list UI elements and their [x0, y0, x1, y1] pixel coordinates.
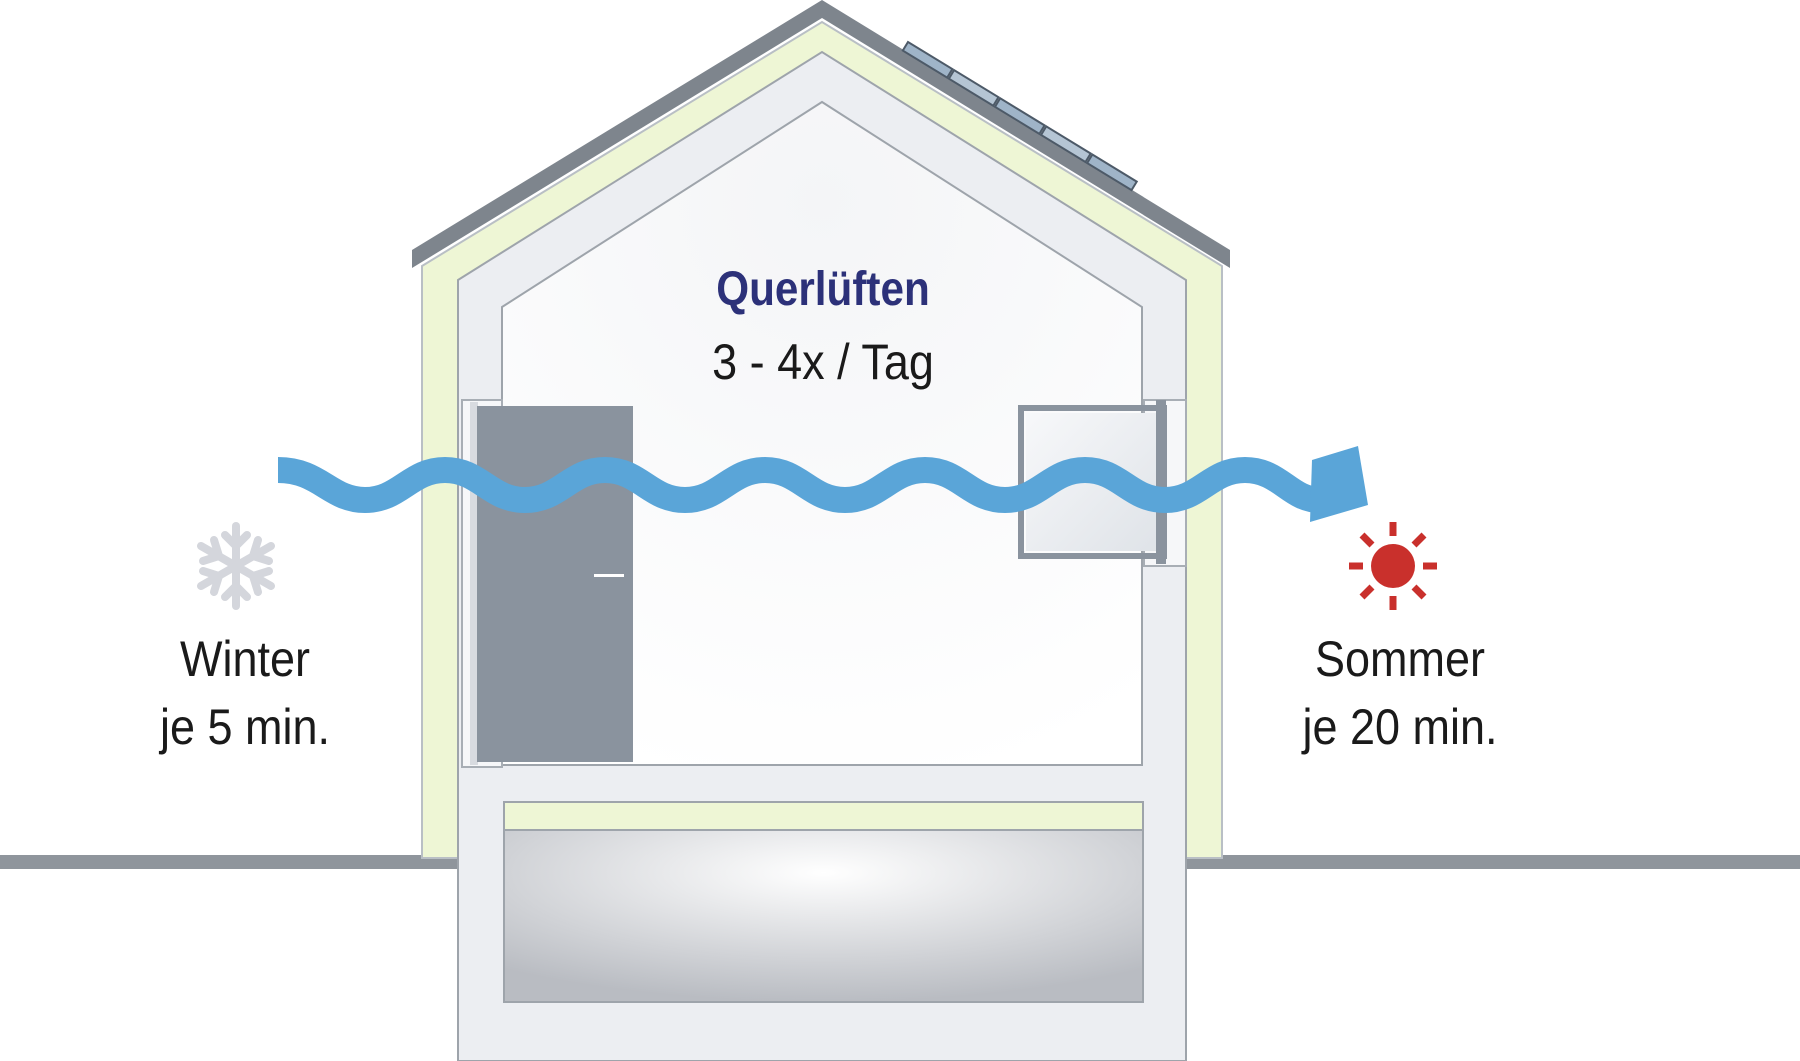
- airflow-arrow-head: [1310, 446, 1368, 522]
- airflow-wave: [277, 456, 1322, 514]
- cellar-insulation: [503, 801, 1144, 831]
- solar-panels: [901, 40, 1139, 192]
- diagram-title: Querlüften: [716, 263, 930, 316]
- ground-line-left: [0, 855, 470, 869]
- door-frame-inner: [470, 402, 478, 765]
- summer-season: Sommer: [1314, 631, 1486, 687]
- cellar-room: [503, 829, 1144, 1003]
- winter-season: Winter: [179, 631, 311, 687]
- window-frame-detail: [1156, 400, 1166, 564]
- winter-duration: je 5 min.: [159, 699, 331, 755]
- snowflake-icon: [197, 522, 275, 610]
- sun-icon: [1349, 522, 1437, 610]
- ventilation-frequency: 3 - 4x / Tag: [712, 334, 934, 390]
- ground-line-right: [1185, 855, 1800, 869]
- door-handle: [594, 574, 624, 577]
- summer-label-block: Sommer je 20 min.: [1261, 625, 1540, 761]
- summer-duration: je 20 min.: [1302, 699, 1498, 755]
- winter-label-block: Winter je 5 min.: [106, 625, 385, 761]
